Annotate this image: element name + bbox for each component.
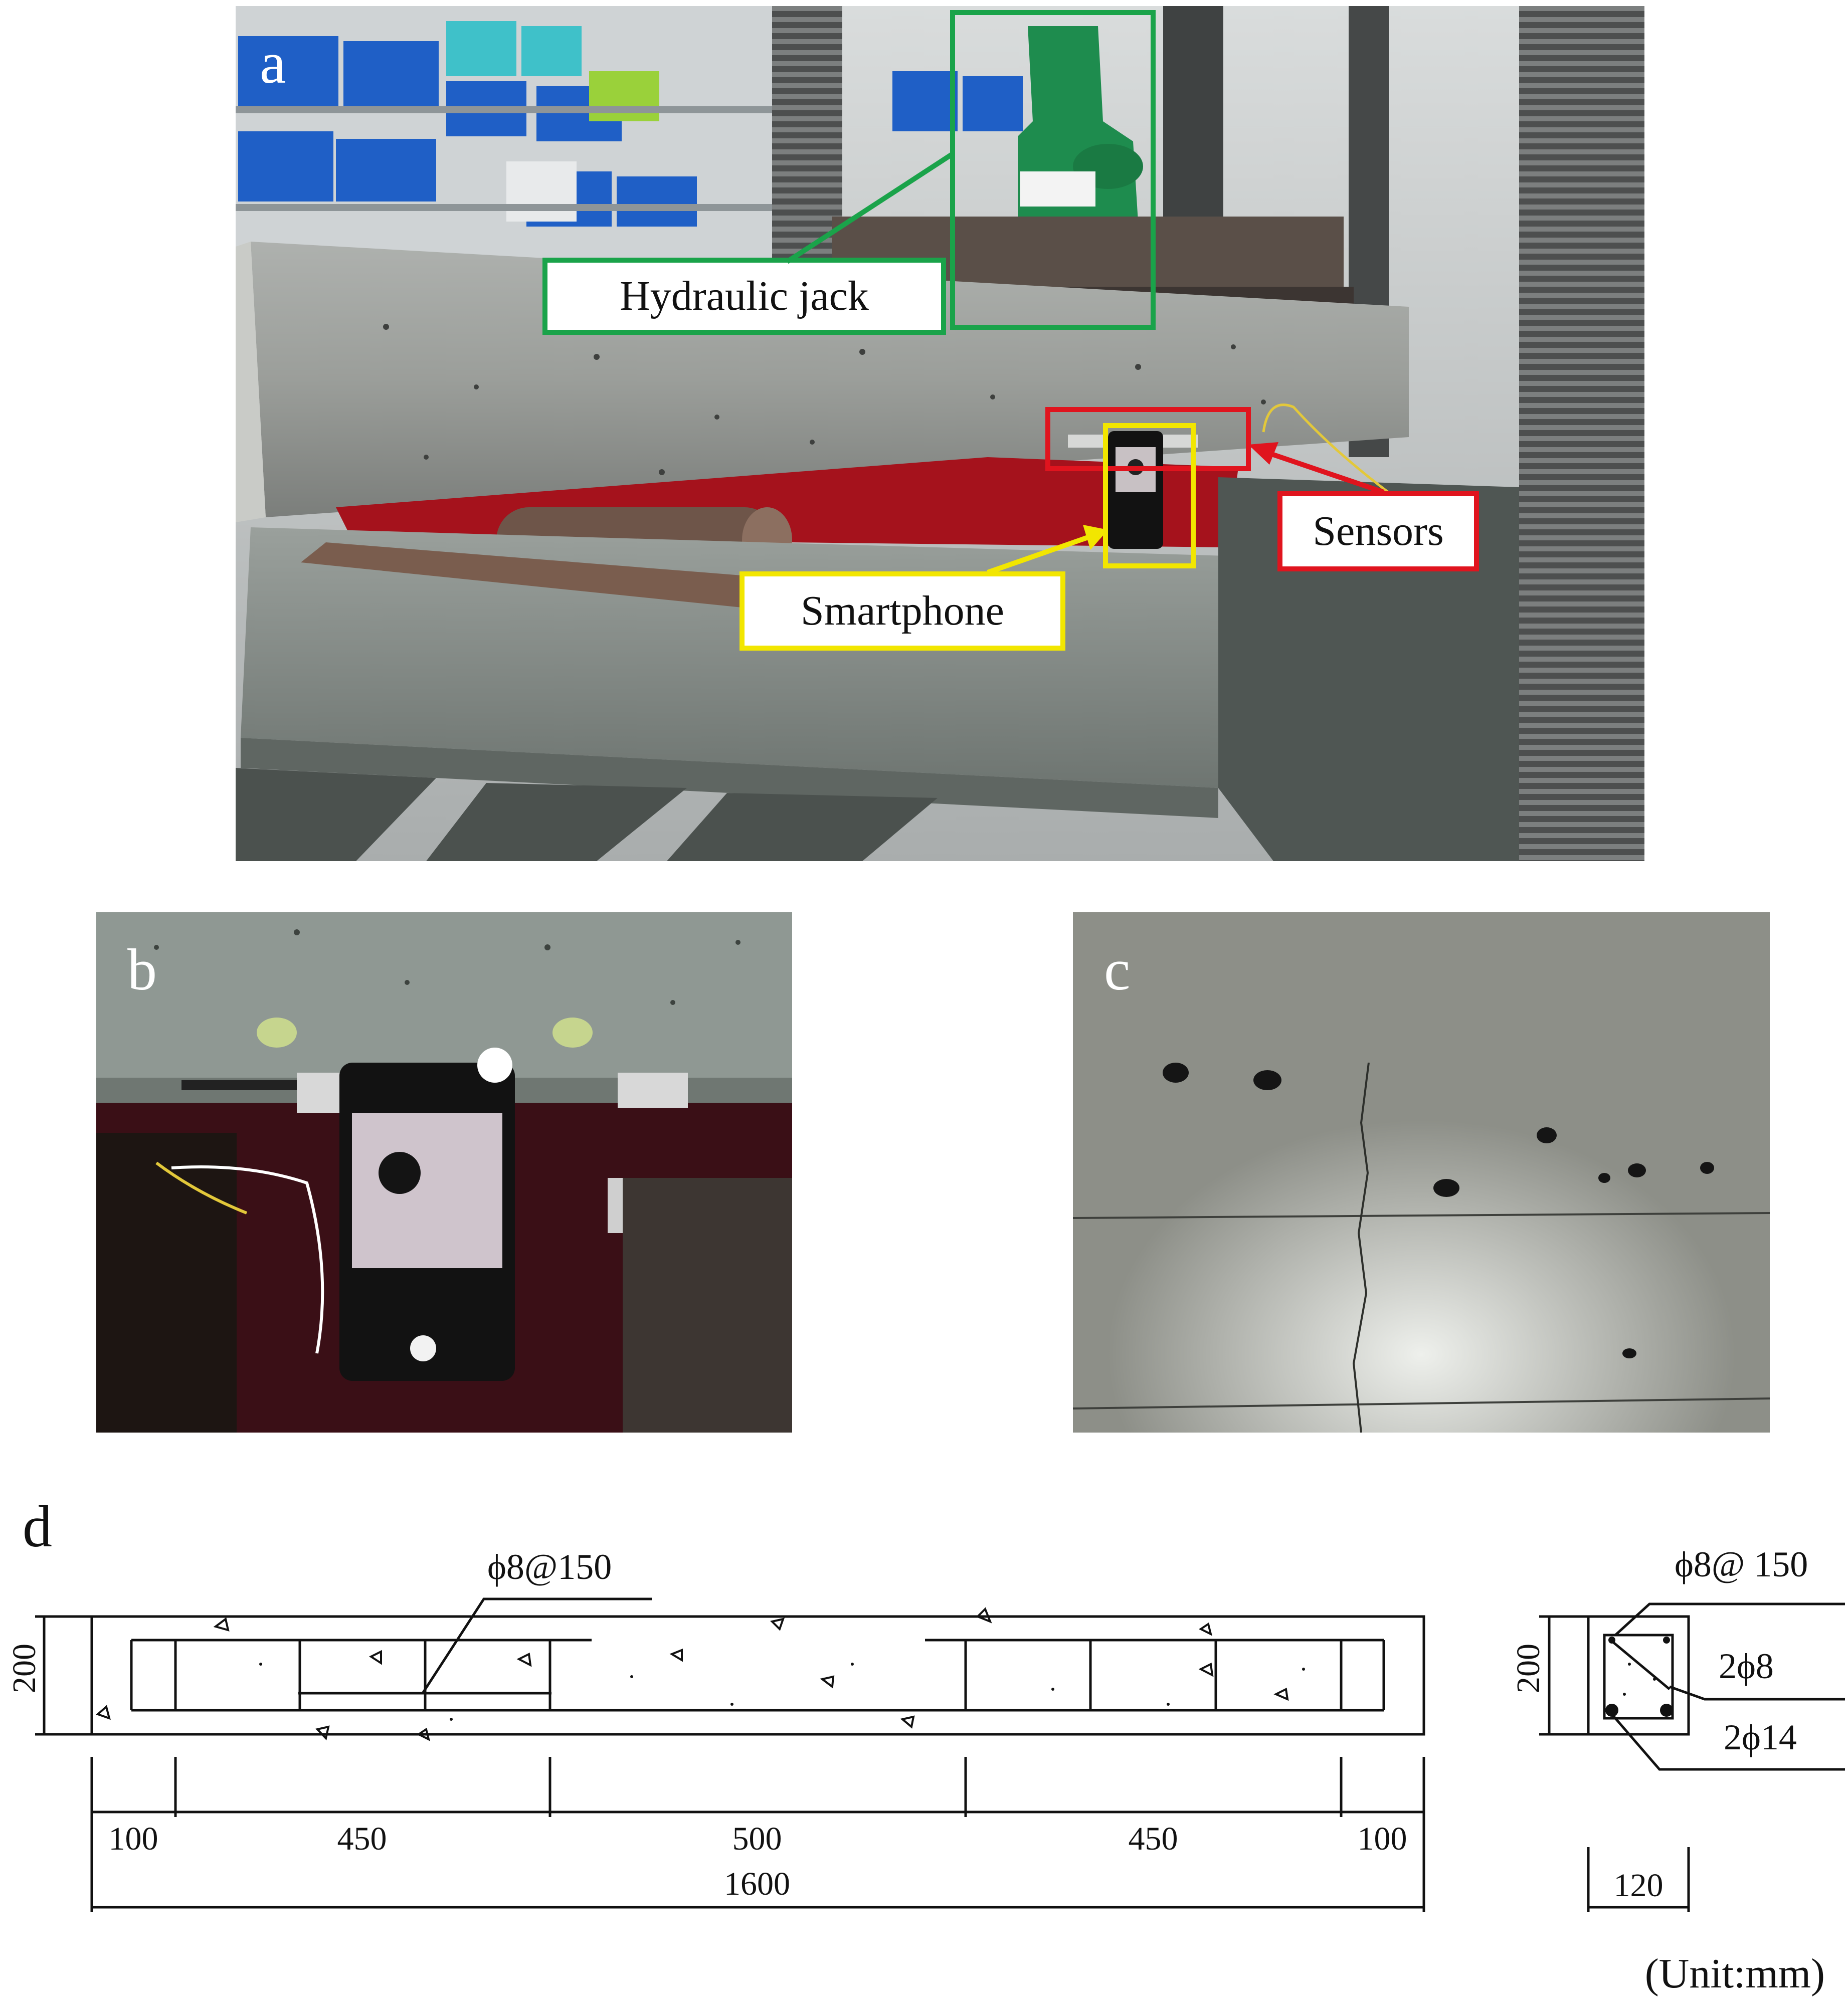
beam-elevation-outline (90, 1615, 1425, 1736)
total-length-dim: 1600 (724, 1866, 790, 1902)
panel-a-test-setup-photo: a Hydraulic jack Sensors Smartphone (236, 6, 1644, 861)
smartphone-callout: Smartphone (740, 571, 1065, 651)
unit-note: (Unit:mm) (1645, 1950, 1825, 1997)
smartphone-leader-arrow (987, 525, 1108, 575)
test-setup-illustration (236, 6, 1644, 861)
section-bottom-bars-label: 2ϕ14 (1724, 1717, 1797, 1757)
panel-b-smartphone-mount-photo: b (96, 912, 792, 1433)
crack-closeup-illustration (1073, 912, 1770, 1433)
sensors-highlight-box (1045, 407, 1251, 471)
panel-letter-c: c (1104, 937, 1131, 1002)
elevation-height-dim: 200 (6, 1644, 43, 1693)
elevation-stirrup-label: ϕ8@150 (487, 1547, 612, 1587)
panel-d-reinforcement-drawing: d ϕ8@150 200 100 450 500 450 100 1600 ϕ8… (0, 1454, 1848, 2012)
sensors-leader-arrow (1248, 442, 1385, 495)
section-height-dim: 200 (1510, 1644, 1547, 1693)
reinforcement-drawing-svg: d ϕ8@150 200 100 450 500 450 100 1600 ϕ8… (6, 1494, 1845, 1997)
segment-dim-3: 500 (732, 1821, 782, 1857)
panel-letter-b: b (127, 937, 157, 1002)
smartphone-highlight-box (1103, 423, 1196, 568)
segment-dim-4: 450 (1129, 1821, 1178, 1857)
segment-dim-5: 100 (1358, 1821, 1407, 1857)
section-width-dim: 120 (1614, 1867, 1664, 1904)
panel-letter-d: d (23, 1494, 52, 1559)
hydraulic-jack-callout: Hydraulic jack (542, 258, 946, 335)
smartphone-mount-illustration (96, 912, 792, 1433)
hydraulic-jack-leader-line (786, 151, 954, 264)
sensors-callout: Sensors (1277, 491, 1479, 571)
segment-dim-2: 450 (337, 1821, 387, 1857)
section-top-bars-label: 2ϕ8 (1719, 1646, 1774, 1686)
segment-dim-1: 100 (109, 1821, 158, 1857)
hydraulic-jack-highlight-box (950, 10, 1156, 330)
panel-c-crack-closeup-photo: c (1073, 912, 1770, 1433)
beam-section-outline (1587, 1615, 1690, 1736)
section-stirrup-label: ϕ8@ 150 (1675, 1544, 1808, 1584)
panel-letter-a: a (260, 30, 286, 96)
